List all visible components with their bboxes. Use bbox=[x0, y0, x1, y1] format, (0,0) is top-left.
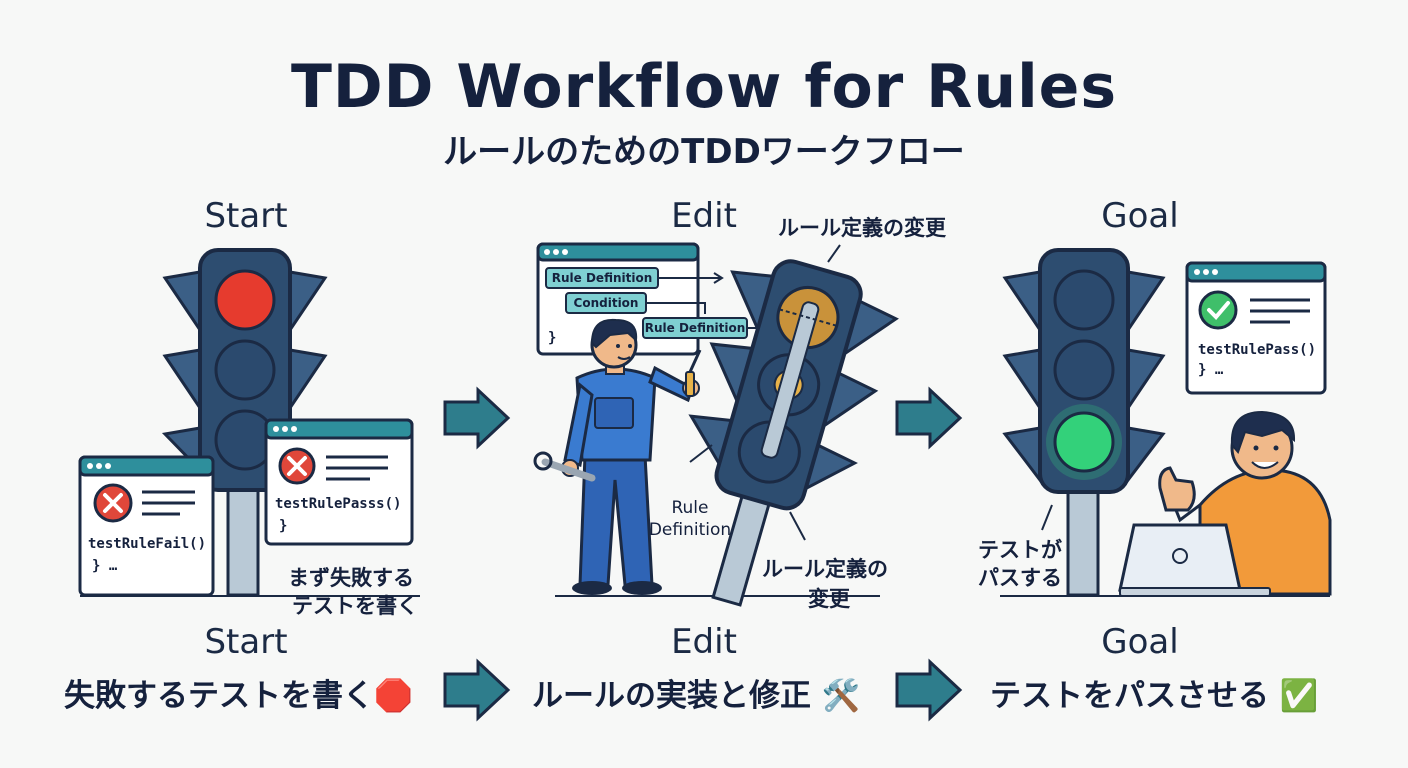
caption-edit: ルールの実装と修正 🛠️ bbox=[532, 670, 860, 715]
code-window-tail: } bbox=[548, 330, 557, 346]
check-mark-icon: ✅ bbox=[1279, 678, 1319, 714]
pass-attempt-tail: } bbox=[279, 518, 288, 534]
callout-rule-change-top: ルール定義の変更 bbox=[778, 216, 946, 240]
caption-start: 失敗するテストを書く🛑 bbox=[64, 670, 413, 715]
bottom-start-label: Start bbox=[204, 622, 288, 662]
caption-goal: テストをパスさせる ✅ bbox=[990, 670, 1318, 715]
arrow-start-to-edit bbox=[443, 386, 511, 450]
caption-start-text: 失敗するテストを書く bbox=[64, 678, 374, 714]
test-window-pass-attempt bbox=[264, 418, 414, 546]
stage-goal-label: Goal bbox=[1101, 196, 1179, 236]
goal-note-line1: テストが bbox=[978, 538, 1062, 562]
check-icon bbox=[1198, 290, 1238, 330]
arrow-bottom-1 bbox=[443, 658, 511, 722]
pass-test-fn: testRulePass() bbox=[1198, 342, 1317, 358]
start-note-line1: まず失敗する bbox=[288, 566, 414, 590]
goal-green-light bbox=[1053, 411, 1115, 473]
page-title: TDD Workflow for Rules bbox=[290, 52, 1118, 122]
goal-yellow-light bbox=[1053, 339, 1115, 401]
start-note-line2: テストを書く bbox=[292, 594, 418, 618]
test-window-fail bbox=[78, 455, 215, 597]
goal-red-light bbox=[1053, 269, 1115, 331]
code-tag-rule-definition: Rule Definition bbox=[551, 271, 653, 285]
rule-definition-label-line2: Definition bbox=[648, 520, 732, 540]
page-subtitle: ルールのためのTDDワークフロー bbox=[443, 132, 965, 172]
start-red-light bbox=[214, 269, 276, 331]
worker-figure bbox=[533, 318, 702, 595]
code-tag-condition: Condition bbox=[573, 296, 639, 310]
callout-rule-change-bottom-line1: ルール定義の bbox=[762, 557, 888, 581]
goal-note-line2: パスする bbox=[978, 566, 1062, 590]
fail-test-fn: testRuleFail() bbox=[88, 536, 207, 552]
developer-figure bbox=[1118, 410, 1332, 597]
stop-sign-icon: 🛑 bbox=[374, 678, 413, 714]
code-tag-rule-definition-2: Rule Definition bbox=[644, 321, 746, 335]
start-yellow-light bbox=[214, 339, 276, 401]
goal-traffic-light bbox=[1002, 248, 1166, 597]
pass-attempt-fn: testRulePasss() bbox=[275, 496, 402, 512]
caption-goal-text: テストをパスさせる bbox=[990, 678, 1269, 714]
bottom-edit-label: Edit bbox=[671, 622, 737, 662]
stage-start-label: Start bbox=[204, 196, 288, 236]
arrow-bottom-2 bbox=[895, 658, 963, 722]
callout-rule-change-bottom-line2: 変更 bbox=[808, 587, 850, 611]
stage-edit-label: Edit bbox=[671, 196, 737, 236]
pass-test-tail: } … bbox=[1198, 362, 1224, 378]
test-window-pass bbox=[1185, 261, 1327, 395]
bottom-goal-label: Goal bbox=[1101, 622, 1179, 662]
edit-traffic-light bbox=[688, 259, 899, 607]
tools-icon: 🛠️ bbox=[821, 678, 861, 714]
fail-test-tail: } … bbox=[92, 558, 118, 574]
rule-definition-label-line1: Rule bbox=[671, 498, 709, 518]
arrow-edit-to-goal bbox=[895, 386, 963, 450]
caption-edit-text: ルールの実装と修正 bbox=[532, 678, 811, 714]
